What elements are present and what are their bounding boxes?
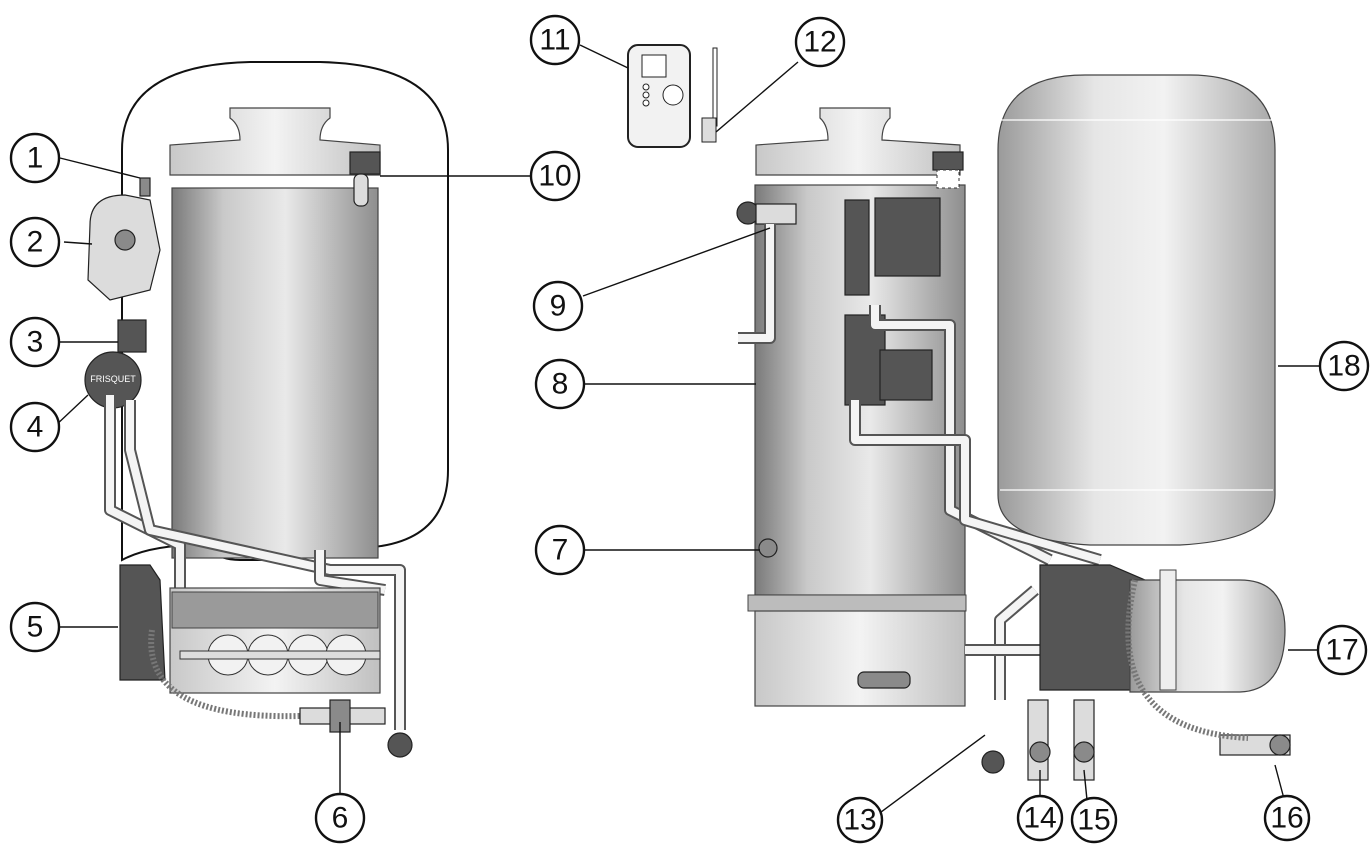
gas-valve-knob bbox=[114, 229, 136, 251]
right-base-frame bbox=[747, 594, 967, 612]
right-gas-valve bbox=[874, 197, 941, 277]
svg-text:4: 4 bbox=[27, 411, 44, 444]
callout-11: 11 bbox=[529, 14, 581, 66]
callout-3: 3 bbox=[9, 316, 61, 368]
outdoor-sensor-probe bbox=[712, 47, 718, 127]
right-burner-latch bbox=[857, 671, 911, 689]
callout-16: 16 bbox=[1263, 794, 1311, 842]
left-air-vent bbox=[349, 151, 381, 175]
svg-text:16: 16 bbox=[1270, 802, 1303, 835]
svg-text:1: 1 bbox=[27, 142, 44, 175]
right-overflow-pipe bbox=[738, 224, 776, 344]
svg-text:5: 5 bbox=[27, 611, 44, 644]
svg-text:12: 12 bbox=[803, 26, 836, 59]
svg-text:2: 2 bbox=[27, 226, 44, 259]
svg-text:13: 13 bbox=[843, 804, 876, 837]
gas-valve-stem bbox=[139, 177, 151, 197]
callouts: 1 2 3 4 5 6 7 8 9 10 11 12 13 14 15 bbox=[9, 14, 1370, 844]
svg-text:9: 9 bbox=[550, 290, 567, 323]
svg-text:3: 3 bbox=[27, 326, 44, 359]
left-air-vent-body bbox=[353, 173, 369, 207]
callout-17: 17 bbox=[1316, 624, 1368, 676]
left-control-box bbox=[119, 564, 166, 681]
callout-9: 9 bbox=[532, 280, 584, 332]
right-hose bbox=[1125, 579, 1249, 741]
thermostat-display bbox=[641, 54, 667, 78]
gas-hose bbox=[148, 629, 301, 720]
safety-valve-body bbox=[755, 203, 797, 225]
callout-8: 8 bbox=[534, 358, 586, 410]
callout-6: 6 bbox=[314, 792, 366, 844]
callout-15: 15 bbox=[1070, 796, 1118, 844]
right-burner-cap bbox=[755, 107, 961, 176]
outdoor-sensor bbox=[701, 117, 717, 143]
left-burner-plate bbox=[171, 591, 379, 629]
callout-12: 12 bbox=[794, 16, 846, 68]
expansion-vessel-bracket bbox=[1159, 569, 1177, 691]
thermostat-dial bbox=[662, 84, 684, 106]
callout-4: 4 bbox=[9, 401, 61, 453]
callout-7: 7 bbox=[534, 524, 586, 576]
drain-plug bbox=[758, 538, 778, 558]
right-burner-chamber bbox=[754, 610, 966, 707]
thermostat-group bbox=[627, 44, 718, 148]
right-valve-assembly bbox=[844, 199, 870, 296]
burner-heads bbox=[179, 634, 381, 676]
callout-10: 10 bbox=[529, 150, 581, 202]
expansion-vessel bbox=[1129, 579, 1286, 693]
svg-text:18: 18 bbox=[1327, 350, 1360, 383]
callout-5: 5 bbox=[9, 601, 61, 653]
callout-2: 2 bbox=[9, 216, 61, 268]
gas-cock bbox=[299, 699, 413, 758]
left-boiler: FRISQUET bbox=[84, 61, 449, 758]
callout-14: 14 bbox=[1016, 794, 1064, 842]
svg-text:8: 8 bbox=[552, 368, 569, 401]
svg-text:10: 10 bbox=[538, 160, 571, 193]
right-control-module bbox=[879, 349, 933, 401]
right-pump-housing bbox=[1039, 564, 1146, 691]
svg-text:11: 11 bbox=[539, 24, 570, 57]
callout-18: 18 bbox=[1318, 340, 1370, 392]
right-air-vent bbox=[932, 151, 964, 171]
svg-text:7: 7 bbox=[552, 534, 569, 567]
svg-text:14: 14 bbox=[1023, 802, 1056, 835]
svg-text:17: 17 bbox=[1325, 634, 1358, 667]
pump-upper-block bbox=[117, 319, 147, 353]
right-taps bbox=[981, 699, 1095, 781]
svg-text:15: 15 bbox=[1077, 804, 1110, 837]
svg-text:6: 6 bbox=[332, 802, 349, 835]
right-boiler bbox=[736, 74, 1291, 781]
callout-13: 13 bbox=[836, 796, 884, 844]
left-cylinder bbox=[171, 187, 379, 559]
storage-tank bbox=[997, 74, 1276, 546]
pump-brand-label: FRISQUET bbox=[90, 374, 136, 384]
callout-1: 1 bbox=[9, 132, 61, 184]
left-burner-cap bbox=[169, 107, 381, 176]
